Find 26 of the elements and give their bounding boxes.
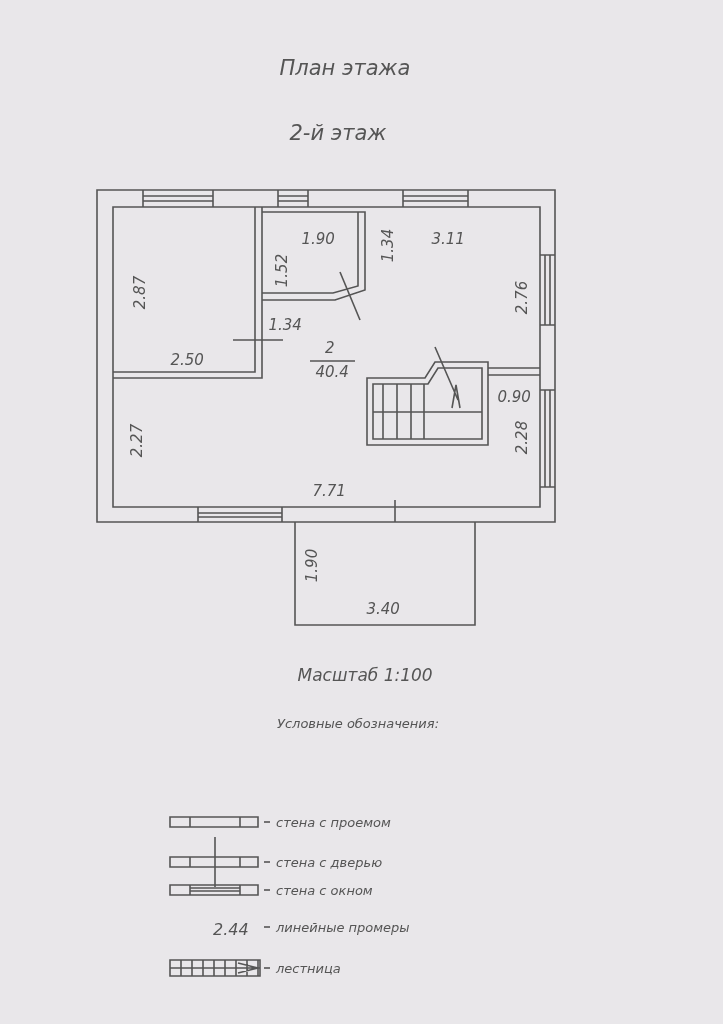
room-area: 40.4 [315,364,349,380]
dimension-label: 3.11 [431,231,465,247]
dimension-label: 7.71 [312,483,346,499]
dimension-label: 1.52 [274,253,290,287]
legend-text: стена с дверью [276,855,383,869]
scale-note: Масштаб 1:100 [297,666,433,684]
legend-text: лестница [276,961,341,975]
dimension-label: 2.76 [514,280,530,314]
dimension-label: 3.40 [366,601,400,617]
dimension-label: 2.27 [129,423,145,457]
dimension-label: 1.90 [304,548,320,582]
legend-text: стена с проемом [276,815,391,829]
dimension-label: 0.90 [497,389,531,405]
legend-text: стена с окном [276,883,373,897]
legend-text: линейные промеры [276,920,410,934]
dimension-label: 1.34 [380,228,396,262]
dimension-label: 2.28 [514,420,530,454]
dimension-label: 1.34 [268,317,302,333]
dimension-label: 1.90 [301,231,335,247]
floor-heading: 2-й этаж [289,122,387,144]
plan-title: План этажа [279,57,411,79]
legend-heading: Условные обозначения: [277,716,440,730]
legend-sample-number: 2.44 [213,922,249,938]
dimension-label: 2.87 [132,275,148,309]
room-number: 2 [325,340,335,356]
dimension-label: 2.50 [170,352,204,368]
